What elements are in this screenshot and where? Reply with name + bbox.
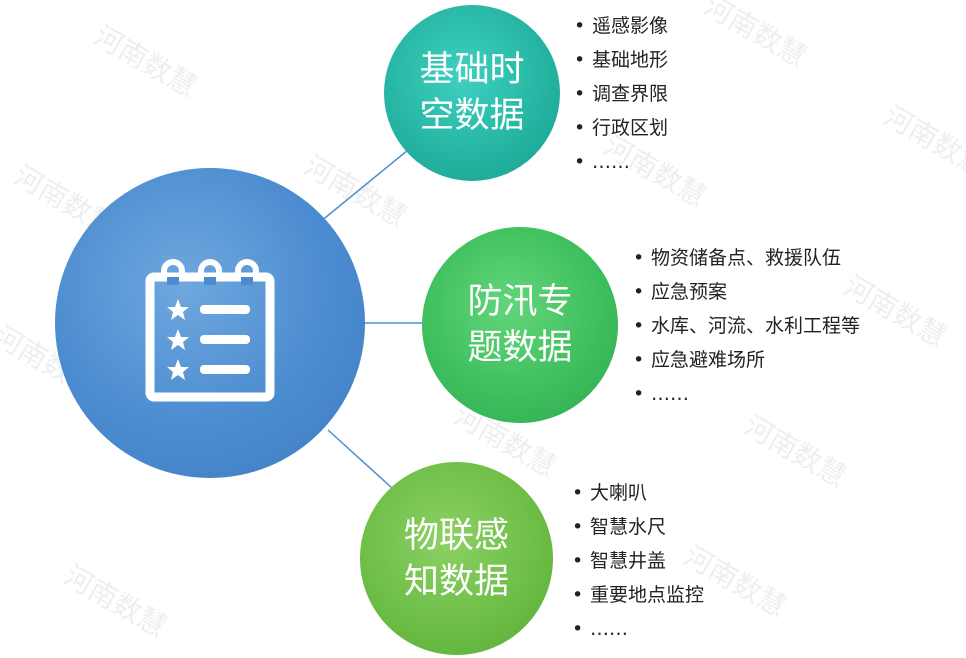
- list-item: •行政区划: [574, 117, 669, 139]
- node-label-line: 防汛专: [467, 282, 573, 322]
- list-item: •应急预案: [633, 281, 728, 303]
- list-item: •大喇叭: [572, 482, 648, 504]
- central-hub-circle: [55, 168, 365, 478]
- iot-data-list: •大喇叭 •智慧水尺 •智慧井盖 •重要地点监控 •……: [572, 476, 704, 646]
- node-label-line: 空数据: [419, 96, 525, 136]
- node-label-line: 题数据: [467, 328, 573, 368]
- list-item: •……: [633, 383, 689, 405]
- connector-line-3: [327, 429, 393, 489]
- flood-control-data-list: •物资储备点、救援队伍 •应急预案 •水库、河流、水利工程等 •应急避难场所 •…: [633, 241, 860, 411]
- list-item: •基础地形: [574, 49, 669, 71]
- list-item: •智慧水尺: [572, 516, 667, 538]
- spatial-data-list: •遥感影像 •基础地形 •调查界限 •行政区划 •……: [574, 9, 668, 179]
- list-item: •水库、河流、水利工程等: [633, 315, 861, 337]
- node-label-line: 基础时: [419, 50, 525, 90]
- node-flood-control-data: 防汛专 题数据: [422, 227, 618, 423]
- node-label-line: 知数据: [403, 561, 509, 602]
- list-item: •应急避难场所: [633, 349, 766, 371]
- list-item: •……: [574, 151, 630, 173]
- list-item: •智慧井盖: [572, 550, 667, 572]
- list-item: •重要地点监控: [572, 584, 705, 606]
- list-item: •遥感影像: [574, 15, 669, 37]
- node-label-line: 物联感: [403, 515, 509, 556]
- checklist-icon: [145, 259, 275, 402]
- list-item: •……: [572, 618, 628, 640]
- connector-line-1: [319, 149, 409, 223]
- node-iot-data: 物联感 知数据: [360, 462, 553, 655]
- list-item: •物资储备点、救援队伍: [633, 247, 842, 269]
- list-item: •调查界限: [574, 83, 669, 105]
- node-spatial-data: 基础时 空数据: [384, 5, 560, 181]
